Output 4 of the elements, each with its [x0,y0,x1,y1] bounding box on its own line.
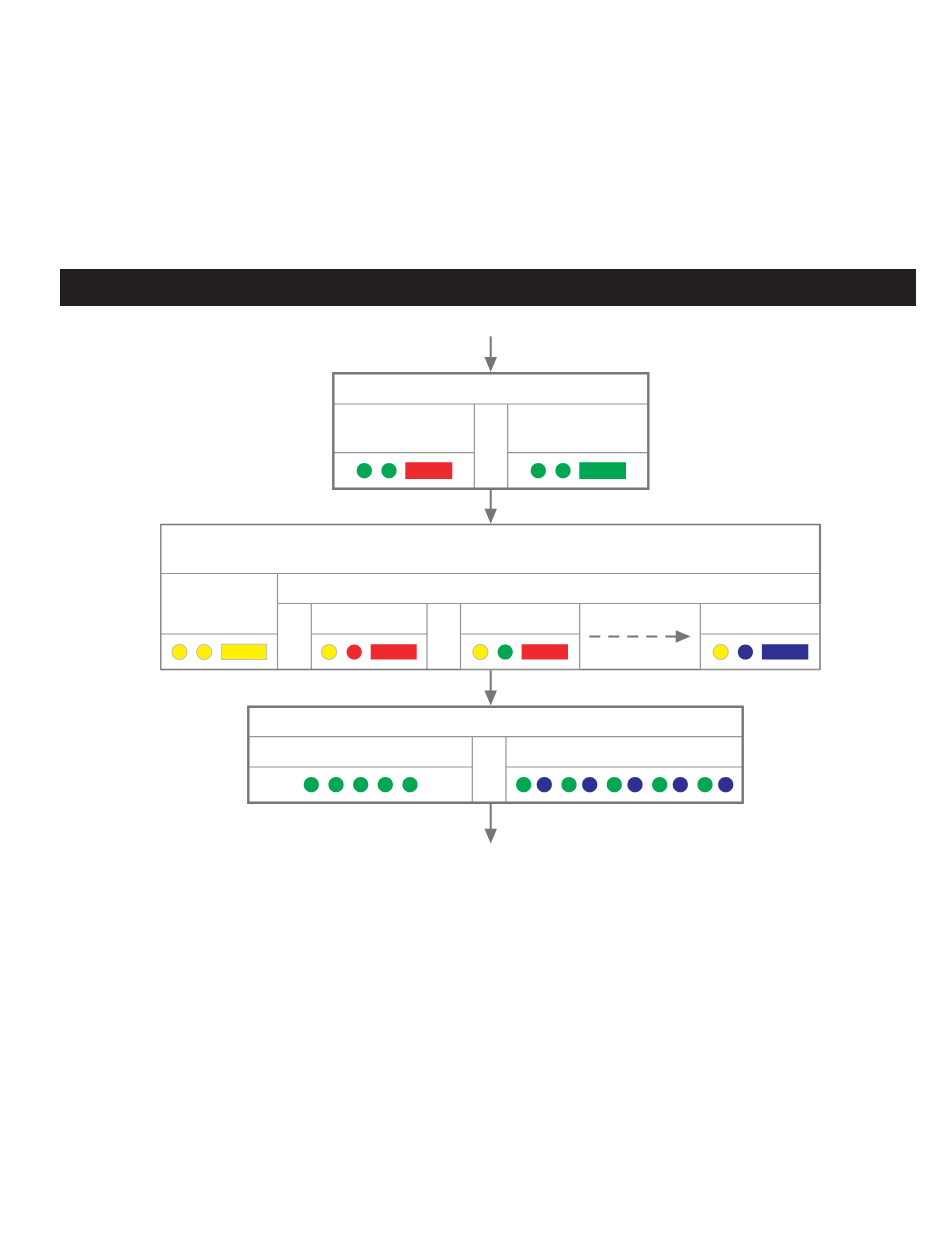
panel-box [332,372,650,490]
column-cell [459,602,581,671]
column-cell [699,602,821,671]
panel-box [247,705,744,804]
